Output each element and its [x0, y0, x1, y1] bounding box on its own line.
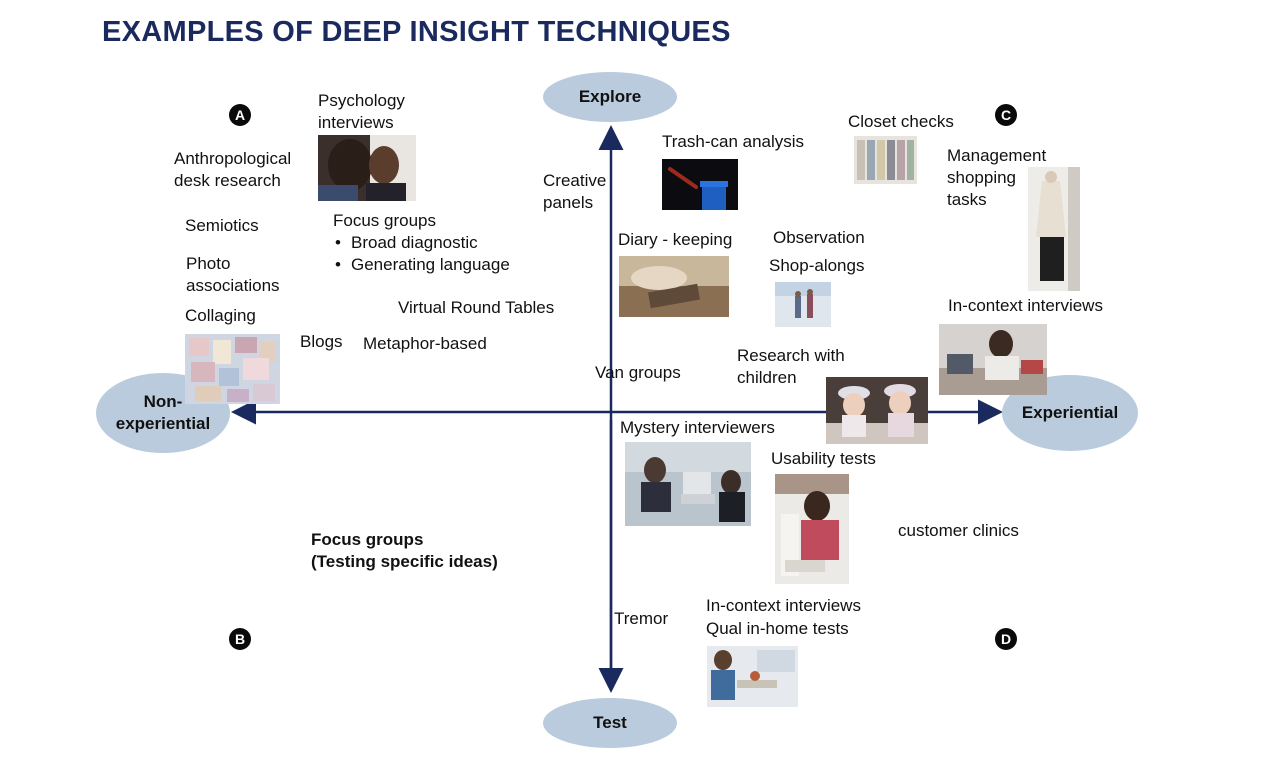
in-context-interviews-d-label: In-context interviews: [706, 596, 861, 615]
photo-associations-label: Photo associations: [186, 254, 280, 295]
quadrant-a-badge: A: [229, 104, 251, 126]
quadrant-b-badge: B: [229, 628, 251, 650]
children-photo: [826, 377, 928, 444]
creative-panels-label: Creative panels: [543, 171, 607, 212]
mystery-interviewers-photo: [625, 442, 751, 526]
usability-tests-label: Usability tests: [771, 449, 876, 468]
trash-can-photo: [662, 159, 738, 210]
focus-groups-block: Focus groups Broad diagnostic Generating…: [333, 210, 510, 276]
collage-photo: [185, 334, 280, 404]
axis-nonexperiential-label: Non- experiential: [115, 392, 211, 433]
diary-keeping-label: Diary - keeping: [618, 230, 733, 249]
closet-checks-label: Closet checks: [848, 112, 954, 131]
in-context-interviews-c-photo: [939, 324, 1047, 395]
metaphor-based-label: Metaphor-based: [363, 334, 487, 353]
management-shopping-label: Management shopping tasks: [947, 146, 1047, 209]
focus-groups-item: Broad diagnostic: [335, 232, 510, 254]
observation-label: Observation: [773, 228, 865, 247]
focus-groups-testing-label: Focus groups (Testing specific ideas): [311, 530, 498, 571]
closet-photo: [854, 136, 917, 184]
shop-alongs-photo: [775, 282, 831, 327]
quadrant-c-badge: C: [995, 104, 1017, 126]
shopping-photo: [1028, 167, 1080, 291]
axis-experiential-label: Experiential: [1021, 403, 1119, 422]
in-home-tests-photo: [707, 646, 798, 707]
van-groups-label: Van groups: [595, 363, 681, 382]
virtual-round-tables-label: Virtual Round Tables: [398, 298, 555, 317]
in-context-interviews-c-label: In-context interviews: [948, 296, 1103, 315]
tremor-label: Tremor: [614, 609, 669, 628]
semiotics-label: Semiotics: [185, 216, 259, 235]
qual-in-home-label: Qual in-home tests: [706, 619, 849, 638]
mystery-interviewers-label: Mystery interviewers: [620, 418, 775, 437]
page-title: EXAMPLES OF DEEP INSIGHT TECHNIQUES: [102, 16, 731, 48]
diary-photo: [619, 256, 729, 317]
research-children-label: Research with children: [737, 346, 845, 387]
focus-groups-item: Generating language: [335, 254, 510, 276]
usability-tests-photo: [775, 474, 849, 584]
axis-explore-oval: Explore: [543, 72, 677, 122]
focus-groups-title: Focus groups: [333, 211, 436, 230]
axis-test-oval: Test: [543, 698, 677, 748]
quadrant-d-badge: D: [995, 628, 1017, 650]
trash-can-label: Trash-can analysis: [662, 132, 805, 151]
psychology-interviews-label: Psychology interviews: [318, 91, 405, 132]
axis-test-label: Test: [593, 713, 627, 732]
axis-explore-label: Explore: [578, 87, 642, 106]
anthropological-label: Anthropological desk research: [174, 149, 292, 190]
blogs-label: Blogs: [300, 332, 343, 351]
collaging-label: Collaging: [185, 306, 256, 325]
shop-alongs-label: Shop-alongs: [769, 256, 865, 275]
psychology-interviews-photo: [318, 135, 416, 201]
customer-clinics-label: customer clinics: [898, 521, 1019, 540]
